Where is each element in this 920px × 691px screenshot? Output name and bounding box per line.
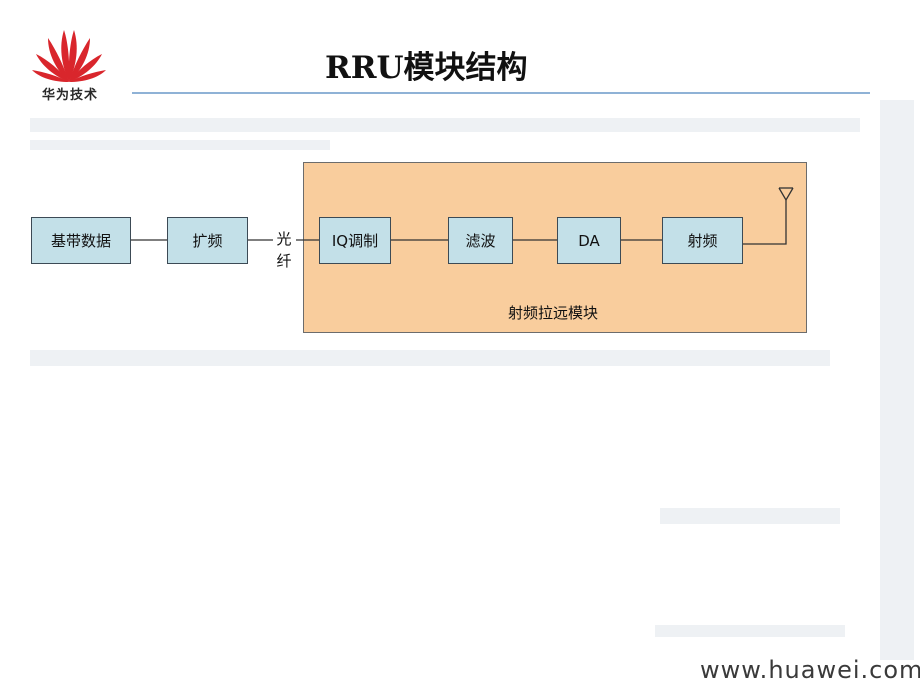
da-block: DA [557,217,621,264]
iq-modulation-block: IQ调制 [319,217,391,264]
fiber-label-char: 纤 [276,252,292,270]
spread-spectrum-block: 扩频 [167,217,248,264]
baseband-data-block: 基带数据 [31,217,131,264]
logo-caption: 华为技术 [41,88,98,103]
page-title: RRU模块结构 [325,50,528,86]
rru-module-label: 射频拉远模块 [508,304,599,322]
fiber-label-char: 光 [276,230,292,248]
huawei-logo-icon [32,30,106,82]
fiber-label: 光 纤 [274,228,294,272]
filter-block: 滤波 [448,217,513,264]
title-divider [132,92,870,94]
antenna-feed-line [743,200,787,245]
rf-block: 射频 [662,217,743,264]
footer-url: www.huawei.com [700,656,920,684]
antenna-icon [778,187,794,202]
